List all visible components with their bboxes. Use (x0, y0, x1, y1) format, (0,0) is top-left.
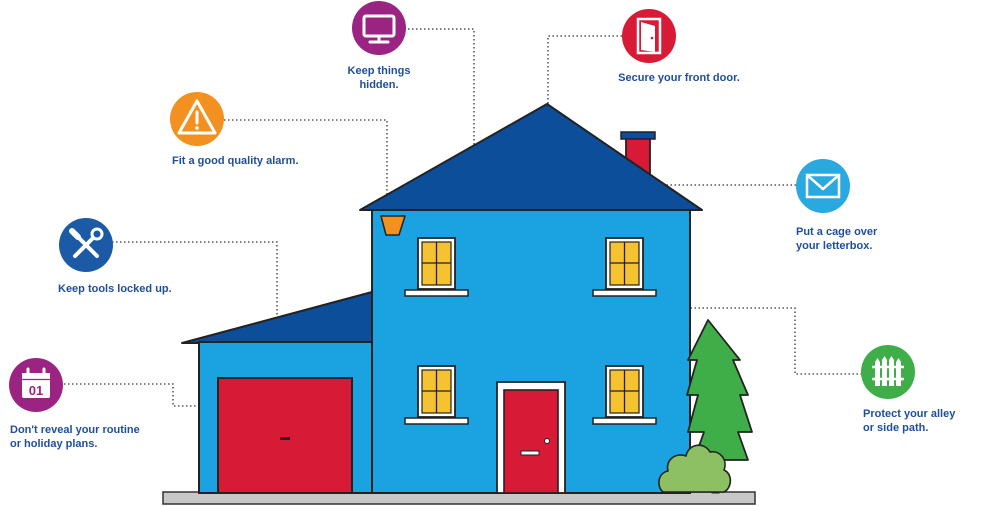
garage-door[interactable] (217, 377, 353, 494)
window-upper-left (404, 237, 469, 297)
bush (658, 444, 732, 493)
tools-icon (59, 218, 113, 272)
tip-keep-hidden: Keep things hidden. (339, 64, 419, 92)
door-icon (622, 9, 676, 63)
connector-alarm (224, 119, 388, 213)
tip-keep-hidden-line-1: Keep things hidden. (347, 65, 411, 91)
calendar-day: 01 (29, 383, 43, 398)
window-upper-right (592, 237, 657, 297)
tip-tools: Keep tools locked up. (58, 282, 208, 296)
tree (686, 319, 753, 461)
garage-door-handle (280, 437, 290, 440)
envelope-icon (796, 159, 850, 213)
calendar-icon: 01 (9, 358, 63, 412)
tip-routine-line-2: or holiday plans. (10, 438, 98, 450)
tip-letterbox: Put a cage over your letterbox. (796, 225, 916, 253)
tip-alley-line-2: or side path. (863, 422, 929, 434)
fence-icon (861, 345, 915, 399)
tip-front-door: Secure your front door. (604, 71, 754, 85)
main-roof (359, 103, 703, 211)
tip-alley: Protect your alley or side path. (863, 407, 978, 435)
tip-alley-line-1: Protect your alley (863, 408, 956, 420)
tip-routine: Don't reveal your routine or holiday pla… (10, 423, 170, 451)
tip-front-door-line-1: Secure your front door. (618, 72, 740, 84)
door-knob (544, 438, 550, 444)
chimney-cap (620, 131, 656, 140)
tip-letterbox-line-1: Put a cage over (796, 226, 878, 238)
garage-roof (181, 291, 373, 344)
window-lower-right (592, 365, 657, 425)
tip-tools-line-1: Keep tools locked up. (58, 283, 172, 295)
alarm-box (380, 215, 406, 236)
tip-letterbox-line-2: your letterbox. (796, 240, 873, 252)
window-lower-left (404, 365, 469, 425)
tip-routine-line-1: Don't reveal your routine (10, 424, 140, 436)
tip-alarm-line-1: Fit a good quality alarm. (172, 155, 299, 167)
connector-alley (690, 307, 862, 375)
connector-tools (112, 241, 278, 378)
letterbox (520, 450, 540, 456)
tip-alarm: Fit a good quality alarm. (172, 154, 322, 168)
monitor-icon (352, 1, 406, 55)
alarm-icon (170, 92, 224, 146)
